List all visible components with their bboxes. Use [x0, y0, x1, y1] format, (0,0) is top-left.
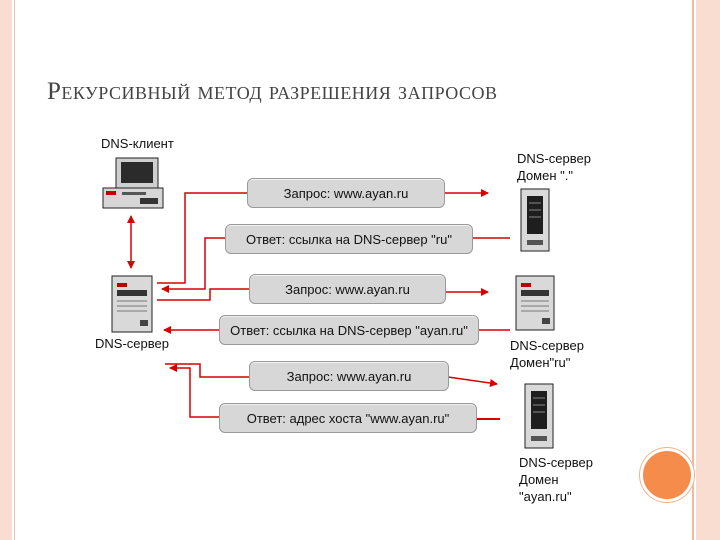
- ru-dns-server-icon: [515, 275, 555, 331]
- ayan-server-label: DNS-сервер Домен "ayan.ru": [519, 454, 593, 505]
- root-server-label-line2: Домен ".": [517, 168, 573, 183]
- root-server-label-line1: DNS-сервер: [517, 151, 591, 166]
- message-reply-ru: Ответ: ссылка на DNS-сервер "ayan.ru": [219, 315, 479, 345]
- root-dns-server-icon: [520, 188, 550, 252]
- slide-title: Рекурсивный метод разрешения запросов: [47, 78, 498, 106]
- ayan-server-label-line3: "ayan.ru": [519, 489, 572, 504]
- ru-server-label-line2: Домен"ru": [510, 355, 571, 370]
- ayan-server-label-line1: DNS-сервер: [519, 455, 593, 470]
- slide-frame-left: [0, 0, 12, 540]
- message-reply-ayan: Ответ: адрес хоста "www.ayan.ru": [219, 403, 477, 433]
- local-dns-server-icon: [111, 275, 153, 333]
- root-server-label: DNS-сервер Домен ".": [517, 150, 591, 184]
- client-computer-icon: [102, 157, 164, 209]
- arrow-query-ru: [157, 288, 250, 301]
- slide-frame-right: [696, 0, 720, 540]
- message-reply-root: Ответ: ссылка на DNS-сервер "ru": [225, 224, 473, 254]
- arrow-reply-ayan: [169, 364, 220, 418]
- ayan-server-label-line2: Домен: [519, 472, 559, 487]
- ru-server-label: DNS-сервер Домен"ru": [510, 337, 584, 371]
- slide-title-text: Рекурсивный метод разрешения запросов: [47, 78, 498, 105]
- client-label: DNS-клиент: [101, 136, 174, 151]
- slide-frame-right-line: [692, 0, 694, 540]
- message-query-ru: Запрос: www.ayan.ru: [249, 274, 446, 304]
- decorative-circle: [640, 448, 694, 502]
- message-query-ayan: Запрос: www.ayan.ru: [249, 361, 449, 391]
- arrow-reply-root: [161, 237, 226, 293]
- ayan-dns-server-icon: [524, 383, 554, 449]
- local-server-label: DNS-сервер: [95, 336, 169, 351]
- arrow-query-ayan: [165, 363, 250, 378]
- arrow-query-ayan-head: [447, 376, 498, 387]
- ru-server-label-line1: DNS-сервер: [510, 338, 584, 353]
- arrow-query-root: [157, 192, 248, 284]
- slide-frame-line: [14, 0, 15, 540]
- message-query-root: Запрос: www.ayan.ru: [247, 178, 445, 208]
